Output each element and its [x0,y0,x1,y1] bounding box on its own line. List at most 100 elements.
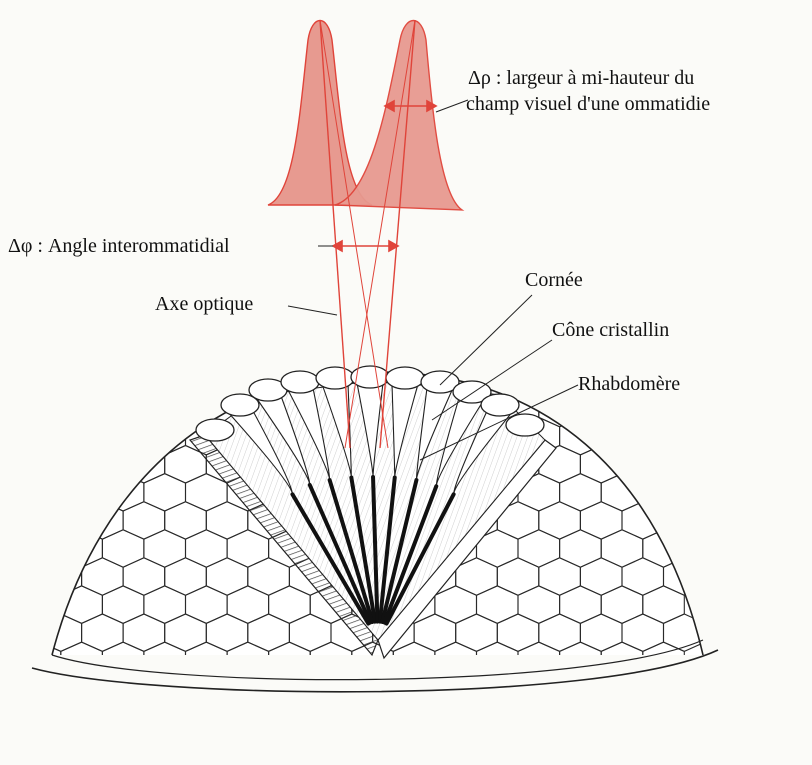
facet-hexagon [165,389,207,426]
facet-hexagon [331,670,373,707]
facet-hexagon [40,389,82,426]
facet-hexagon [0,614,40,651]
cornea-lens [386,367,424,389]
facet-hexagon [40,670,82,707]
cornee-label: Cornée [525,268,583,292]
delta-phi-label: Δφ : Angle interommatidial [8,234,230,258]
facet-hexagon [435,698,477,736]
delta-phi-arrow [333,241,398,251]
facet-hexagon [248,670,290,707]
facet-hexagon [123,389,165,426]
facet-hexagon [0,389,40,426]
facet-hexagon [497,726,539,764]
facet-hexagon [477,698,519,736]
rhabdomere-label: Rhabdomère [578,372,680,396]
facet-hexagon [0,726,40,764]
facet-hexagon [40,446,82,484]
facet-hexagon [622,670,664,707]
facet-hexagon [0,474,19,511]
facet-hexagon [19,530,61,567]
facet-hexagon [643,474,685,511]
facet-hexagon [539,726,581,764]
facet-hexagon [206,726,248,764]
facet-hexagon [414,670,456,707]
facet-hexagon [310,698,352,736]
facet-hexagon [269,698,311,736]
facet-hexagon [601,417,643,455]
facet-hexagon [61,698,103,736]
facet-hexagon [102,698,143,736]
facet-hexagon [0,530,19,567]
facet-hexagon [19,474,61,511]
facet-hexagon [0,361,19,398]
facet-hexagon [144,361,186,398]
facet-hexagon [643,698,685,736]
delta-rho-label-line2: champ visuel d'une ommatidie [466,92,710,116]
facet-hexagon [331,726,373,764]
facet-hexagon [82,446,124,484]
facet-hexagon [61,474,103,511]
facet-hexagon [102,417,143,455]
facet-hexagon [19,417,61,455]
acceptance-curve-left [268,21,372,206]
facet-hexagon [82,726,124,764]
facet-hexagon [393,698,435,736]
facet-hexagon [601,698,643,736]
cornea-lens [281,371,319,393]
facet-hexagon [456,726,498,764]
facet-hexagon [373,670,415,707]
facet-hexagon [622,446,664,484]
facet-hexagon [373,726,415,764]
facet-hexagon [0,558,40,596]
facet-hexagon [518,361,560,398]
facet-hexagon [19,361,61,398]
facet-hexagon [82,670,124,707]
facet-hexagon [0,642,19,679]
facet-hexagon [664,726,706,764]
facet-hexagon [102,361,143,398]
facet-hexagon [643,417,685,455]
facet-hexagon [622,726,664,764]
facet-hexagon [664,502,706,539]
dome-base-rim [32,650,718,692]
cornea-lens [316,367,354,389]
delta-rho-label-line1: Δρ : largeur à mi-hauteur du [468,66,694,90]
facet-hexagon [0,670,40,707]
facet-hexagon [0,446,40,484]
facet-hexagon [123,670,165,707]
facet-hexagon [497,670,539,707]
facet-hexagon [352,698,394,736]
facet-hexagon [40,502,82,539]
facet-hexagon [248,726,290,764]
facet-hexagon [61,361,103,398]
facet-hexagon [518,698,560,736]
facet-hexagon [144,698,186,736]
cornea-lens [196,419,234,441]
facet-hexagon [40,726,82,764]
facet-hexagon [580,726,622,764]
facet-hexagon [539,670,581,707]
facet-hexagon [61,417,103,455]
facet-hexagon [186,361,228,398]
facet-hexagon [664,446,706,484]
facet-hexagon [0,502,40,539]
facet-hexagon [414,726,456,764]
facet-hexagon [289,726,331,764]
facet-hexagon [289,670,331,707]
facet-hexagon [560,698,602,736]
cornea-lens [506,414,544,436]
facet-hexagon [123,726,165,764]
acceptance-curves [268,21,462,211]
facet-hexagon [0,698,19,736]
facet-hexagon [165,726,207,764]
cone-cristallin-label: Cône cristallin [552,318,669,342]
facet-hexagon [227,698,269,736]
facet-hexagon [0,586,19,624]
facet-hexagon [82,389,124,426]
axe-optique-label: Axe optique [155,292,253,316]
facet-hexagon [19,698,61,736]
cornea-lens [481,394,519,416]
facet-hexagon [0,417,19,455]
facet-hexagon [186,698,228,736]
